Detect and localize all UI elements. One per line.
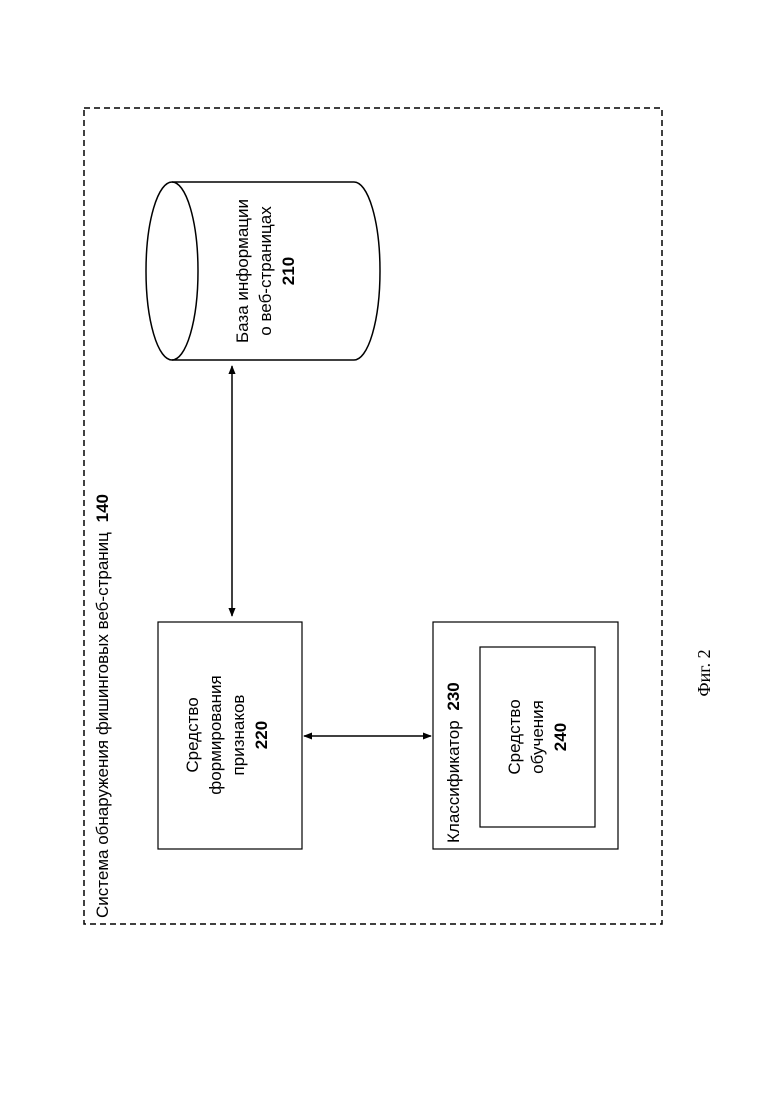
system-title: Система обнаружения фишинговых веб-стран… <box>93 494 112 918</box>
feature-tool-line2: формирования <box>206 675 225 794</box>
database-label-line1: База информации <box>233 199 252 343</box>
classifier-label: Классификатор <box>444 720 463 843</box>
database-label-line2: о веб-страницах <box>256 206 275 336</box>
feature-tool-number: 220 <box>252 721 271 749</box>
classifier-title: Классификатор 230 <box>444 682 463 843</box>
classifier-number: 230 <box>444 682 463 710</box>
feature-tool-line3: признаков <box>229 695 248 776</box>
training-tool-number: 240 <box>551 723 570 751</box>
system-title-label: Система обнаружения фишинговых веб-стран… <box>93 532 112 918</box>
training-tool-line1: Средство <box>505 699 524 774</box>
training-tool-line2: обучения <box>528 700 547 774</box>
feature-tool-line1: Средство <box>183 697 202 772</box>
system-title-number: 140 <box>93 494 112 522</box>
database-number: 210 <box>279 257 298 285</box>
figure-caption: Фиг. 2 <box>694 649 714 696</box>
